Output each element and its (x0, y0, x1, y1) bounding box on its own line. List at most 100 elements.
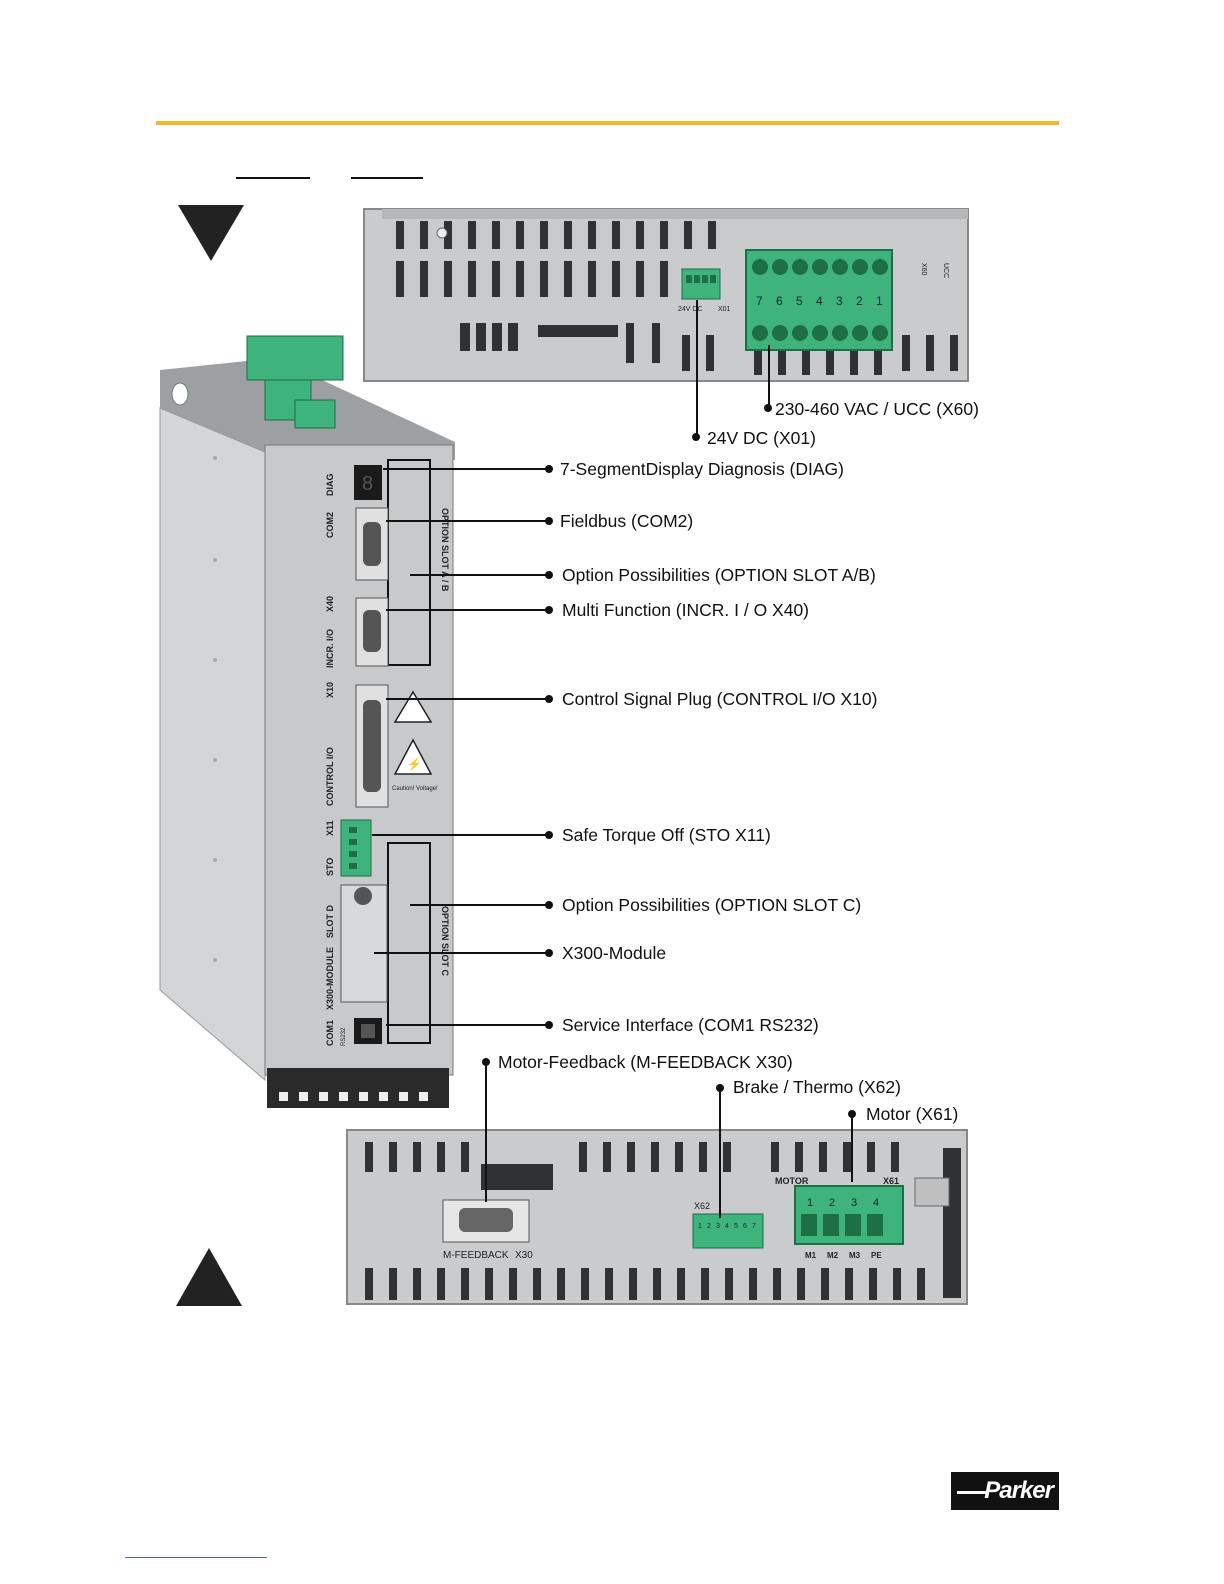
front-x40-label: X40 (325, 596, 335, 612)
x61-m1-label: M1 (805, 1251, 817, 1260)
x62-pin: 6 (743, 1223, 747, 1230)
leader-slot-ab (410, 574, 547, 576)
callout-x01: 24V DC (X01) (707, 428, 816, 448)
top-pin: 1 (876, 294, 883, 308)
leader-x40-dot (545, 606, 553, 614)
x61-pin: 3 (851, 1197, 857, 1209)
callout-com2: Fieldbus (COM2) (560, 511, 694, 531)
x61-m3-label: M3 (849, 1251, 861, 1260)
leader-x30-dot (482, 1058, 490, 1066)
x61-m2-label: M2 (827, 1251, 839, 1260)
leader-com2-dot (545, 517, 553, 525)
leader-diag-dot (545, 465, 553, 473)
leader-x10 (386, 698, 547, 700)
top-pin: 7 (756, 294, 763, 308)
front-option-c-label: OPTION SLOT C (440, 906, 450, 977)
x62-pin: 2 (707, 1223, 711, 1230)
leader-x60-dot (764, 404, 772, 412)
callout-x10: Control Signal Plug (CONTROL I/O X10) (562, 689, 878, 709)
view-from-top-arrow-icon (178, 205, 244, 261)
leader-slot-c-dot (545, 901, 553, 909)
x62-pin: 5 (734, 1223, 738, 1230)
front-option-ab-label: OPTION SLOT A / B (440, 508, 450, 592)
leader-x61-vertical (851, 1116, 853, 1182)
bottom-x30-label: X30 (515, 1250, 533, 1261)
drive-top-view-image: 24V DC X01 7 6 5 4 3 2 1 X60 UCC (363, 208, 969, 382)
x62-pin: 7 (752, 1223, 756, 1230)
leader-x300 (374, 952, 547, 954)
top-pin: 6 (776, 294, 783, 308)
leader-x01-vertical (696, 300, 698, 436)
drive-front-view-image: 8 ⚡ Caution! Voltage! DIAG COM2 X40 INCR… (159, 335, 455, 1108)
top-pin: 2 (856, 294, 863, 308)
front-slot-d-label: SLOT D (325, 905, 335, 938)
bottom-mfeedback-label: M-FEEDBACK (443, 1250, 509, 1261)
callout-slot-c: Option Possibilities (OPTION SLOT C) (562, 895, 862, 915)
callout-x62: Brake / Thermo (X62) (733, 1077, 901, 1097)
top-pin: 3 (836, 294, 843, 308)
parker-logo: Parker (951, 1472, 1059, 1510)
front-control-io-label: CONTROL I/O (325, 747, 335, 806)
x62-pin: 1 (698, 1223, 702, 1230)
svg-text:8: 8 (362, 473, 373, 495)
front-incr-io-label: INCR. I/O (325, 629, 335, 668)
leader-x11-dot (545, 831, 553, 839)
bottom-x61-label: X61 (883, 1176, 899, 1186)
parker-logo-text: Parker (984, 1477, 1054, 1504)
leader-slot-c (410, 904, 547, 906)
bottom-x62-label: X62 (694, 1201, 710, 1211)
leader-x60-vertical (768, 345, 770, 408)
leader-diag (383, 468, 547, 470)
front-com1-label: COM1 (325, 1020, 335, 1046)
leader-x61-dot (848, 1110, 856, 1118)
top-ucc-label: UCC (942, 263, 949, 278)
front-sto-label: STO (325, 858, 335, 876)
leader-x01-dot (692, 433, 700, 441)
callout-x61: Motor (X61) (866, 1104, 959, 1124)
leader-x300-dot (545, 949, 553, 957)
front-rs232-label: RS232 (341, 1027, 347, 1046)
leader-com1-dot (545, 1021, 553, 1029)
top-pin: 5 (796, 294, 803, 308)
callout-com1: Service Interface (COM1 RS232) (562, 1015, 819, 1035)
x61-pin: 1 (807, 1197, 813, 1209)
front-diag-label: DIAG (325, 474, 335, 497)
leader-com2 (386, 520, 547, 522)
leader-x62-dot (716, 1084, 724, 1092)
top-x60-label: X60 (920, 263, 927, 276)
top-24v-label: 24V DC (678, 306, 703, 313)
front-x300-label: X300-MODULE (325, 947, 335, 1010)
leader-slot-ab-dot (545, 571, 553, 579)
footer-link-underline[interactable] (125, 1557, 267, 1558)
top-x01-label: X01 (718, 306, 731, 313)
x61-pe-label: PE (871, 1251, 882, 1260)
x62-pin: 3 (716, 1223, 720, 1230)
leader-x11 (372, 834, 547, 836)
parker-logo-bar (957, 1491, 987, 1494)
callout-diag: 7-SegmentDisplay Diagnosis (DIAG) (560, 459, 844, 479)
x61-pin: 2 (829, 1197, 835, 1209)
top-pin: 4 (816, 294, 823, 308)
header-accent-line (156, 121, 1059, 125)
front-x10-label: X10 (325, 682, 335, 698)
leader-x40 (386, 609, 547, 611)
callout-x11: Safe Torque Off (STO X11) (562, 825, 771, 845)
front-x11-label: X11 (325, 820, 335, 836)
x62-pin: 4 (725, 1223, 729, 1230)
x61-pin: 4 (873, 1197, 879, 1209)
heading-underline-2 (351, 177, 423, 179)
callout-x40: Multi Function (INCR. I / O X40) (562, 600, 810, 620)
caution-text: Caution! Voltage! (392, 786, 438, 792)
leader-x10-dot (545, 695, 553, 703)
callout-x30: Motor-Feedback (M-FEEDBACK X30) (498, 1052, 793, 1072)
bottom-motor-label: MOTOR (775, 1176, 809, 1186)
drive-bottom-view-image: M-FEEDBACK X30 X62 1 2 3 4 5 6 7 MOTOR X… (346, 1129, 968, 1305)
leader-x30-vertical (485, 1064, 487, 1202)
leader-x62-vertical (719, 1090, 721, 1218)
callout-x300: X300-Module (562, 943, 667, 963)
leader-com1 (386, 1024, 547, 1026)
view-from-bottom-arrow-icon (176, 1248, 242, 1306)
heading-underline-1 (236, 177, 310, 179)
svg-text:⚡: ⚡ (407, 757, 422, 771)
front-com2-label: COM2 (325, 512, 335, 538)
